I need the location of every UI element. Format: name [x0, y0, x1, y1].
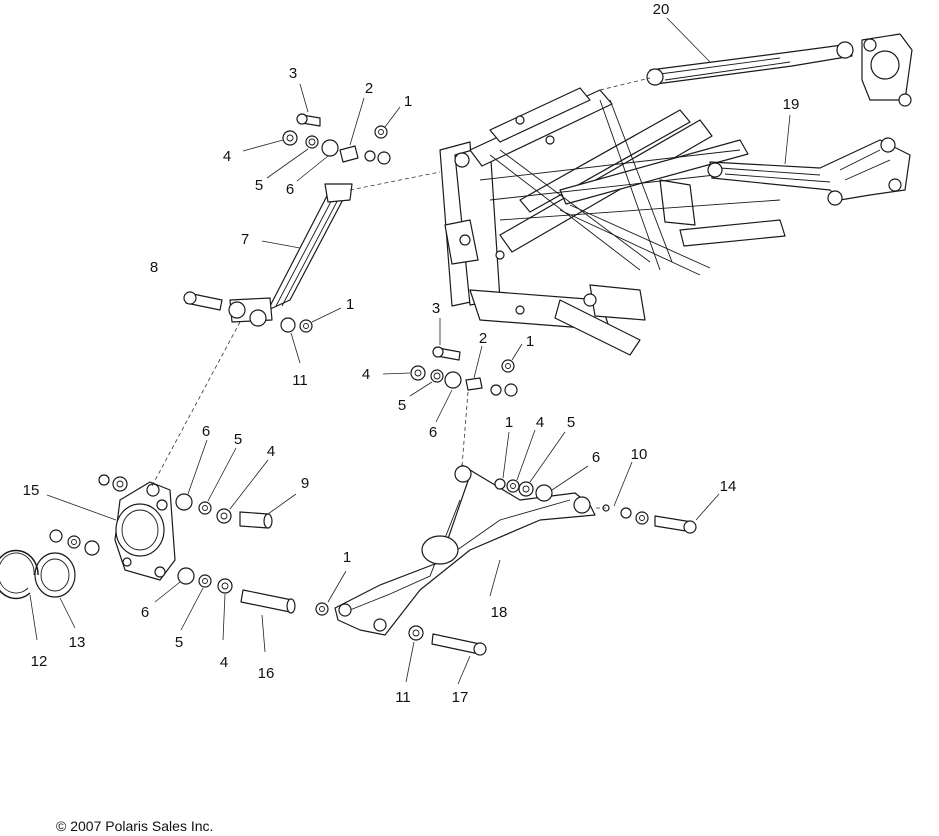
callout-1: 1: [526, 333, 534, 350]
callout-1: 1: [404, 93, 412, 110]
callout-5: 5: [255, 177, 263, 194]
callout-4: 4: [220, 654, 228, 671]
callout-14: 14: [720, 478, 737, 495]
callout-4: 4: [536, 414, 544, 431]
hardware-arm-upper-right: [494, 478, 553, 502]
part-12-snap-ring: [0, 549, 39, 600]
callout-1: 1: [505, 414, 513, 431]
callout-13: 13: [69, 634, 86, 651]
callout-3: 3: [432, 300, 440, 317]
callout-5: 5: [567, 414, 575, 431]
callout-4: 4: [223, 148, 231, 165]
callout-4: 4: [267, 443, 275, 460]
copyright-notice: © 2007 Polaris Sales Inc.: [56, 818, 214, 834]
callout-7: 7: [241, 231, 249, 248]
callout-6: 6: [592, 449, 600, 466]
part-18-trailing-arm: [334, 464, 596, 636]
callout-20: 20: [653, 1, 670, 18]
callout-6: 6: [202, 423, 210, 440]
callout-5: 5: [234, 431, 242, 448]
callouts: 20 19 3 2 1 4 5 6 7 8 1 11 3 2 1 4 5 6 1…: [23, 1, 800, 706]
part-19-lower-arm: [707, 137, 911, 206]
part-13-bearing: [34, 552, 76, 598]
hardware-group-upper: [282, 113, 391, 165]
hardware-knuckle-upper: [175, 493, 273, 529]
callout-12: 12: [31, 653, 48, 670]
callout-1: 1: [346, 296, 354, 313]
callout-2: 2: [365, 80, 373, 97]
part-11-spacer-upper: [280, 317, 313, 333]
callout-6: 6: [286, 181, 294, 198]
callout-18: 18: [491, 604, 508, 621]
callout-5: 5: [175, 634, 183, 651]
hardware-group-middle: [410, 346, 518, 397]
callout-8: 8: [150, 259, 158, 276]
callout-1: 1: [343, 549, 351, 566]
part-1-nut-lower: [315, 602, 329, 616]
frame-assembly: [439, 87, 786, 356]
callout-15: 15: [23, 482, 40, 499]
callout-6: 6: [429, 424, 437, 441]
callout-6: 6: [141, 604, 149, 621]
callout-11: 11: [292, 372, 308, 389]
callout-2: 2: [479, 330, 487, 347]
callout-5: 5: [398, 397, 406, 414]
assembly-lines: [151, 77, 651, 509]
part-20-upper-arm: [646, 33, 913, 107]
callout-3: 3: [289, 65, 297, 82]
hardware-knuckle-lower: [177, 567, 296, 614]
callout-16: 16: [258, 665, 275, 682]
callout-10: 10: [631, 446, 648, 463]
leader-lines: [29, 17, 791, 685]
part-15-bearing-carrier: [114, 481, 176, 581]
hardware-arm-lower: [408, 625, 487, 656]
callout-11: 11: [395, 689, 411, 706]
callout-4: 4: [362, 366, 370, 383]
callout-9: 9: [301, 475, 309, 492]
callout-17: 17: [452, 689, 469, 706]
part-8-bolt: [183, 291, 223, 311]
hardware-knuckle-left: [49, 474, 128, 556]
hardware-arm-pivot: [602, 504, 697, 534]
part-7-toe-link: [228, 183, 353, 327]
callout-19: 19: [783, 96, 800, 113]
